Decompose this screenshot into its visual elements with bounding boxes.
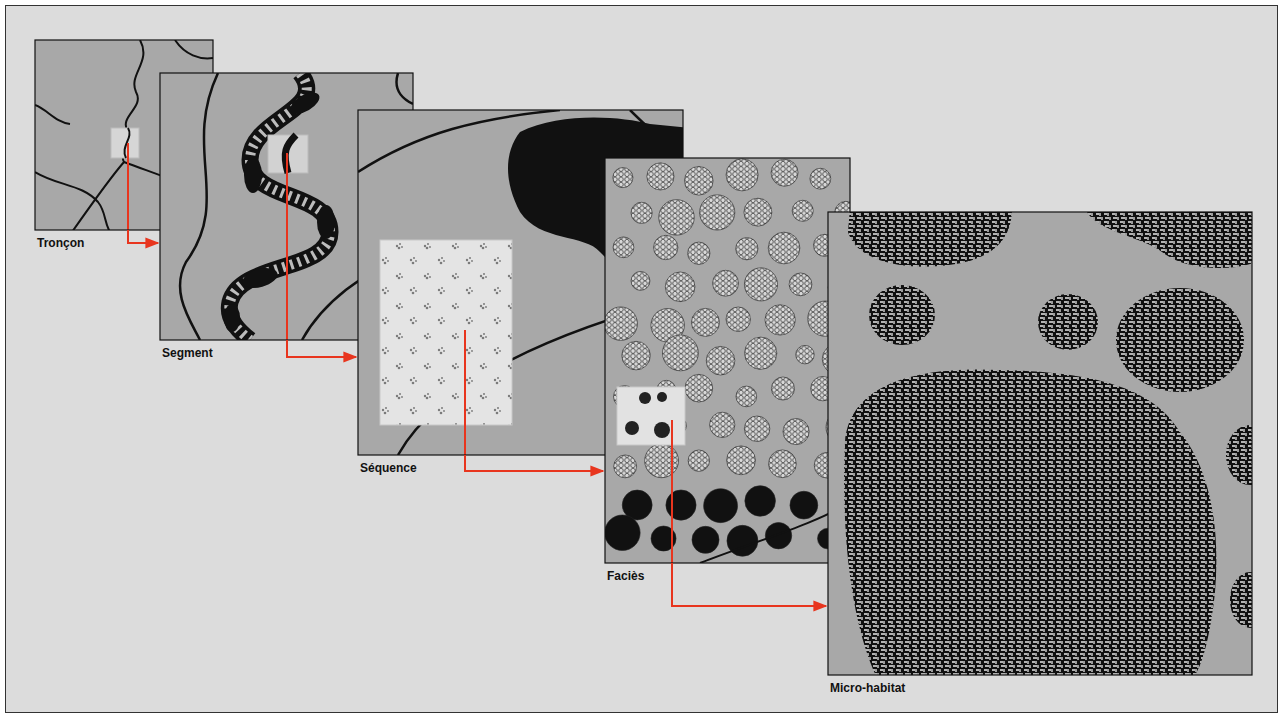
pebble bbox=[662, 335, 698, 371]
zoom-arrow bbox=[672, 563, 826, 606]
pebble bbox=[713, 270, 739, 296]
pebble bbox=[768, 232, 800, 264]
pebble bbox=[688, 242, 710, 264]
pebble bbox=[771, 377, 794, 400]
pebble bbox=[704, 489, 738, 523]
pebble bbox=[614, 455, 637, 478]
pebble bbox=[810, 168, 831, 189]
pebble bbox=[765, 305, 795, 335]
pebble bbox=[790, 491, 818, 519]
pebble bbox=[613, 168, 633, 188]
pebble bbox=[727, 446, 756, 475]
pebble bbox=[654, 235, 678, 259]
pebble bbox=[685, 374, 713, 402]
pebble bbox=[745, 486, 776, 517]
scale-panel: Séquence bbox=[358, 110, 683, 455]
scale-label: Micro-habitat bbox=[830, 681, 905, 695]
zoom-arrow bbox=[287, 340, 356, 357]
pebble bbox=[684, 166, 713, 195]
pebble bbox=[765, 522, 791, 548]
pebble bbox=[744, 416, 769, 441]
pebble bbox=[665, 272, 695, 302]
pebble bbox=[605, 515, 640, 551]
pebble bbox=[631, 271, 650, 290]
scale-label: Tronçon bbox=[37, 236, 84, 250]
scale-panel: Segment bbox=[160, 73, 413, 340]
pebble bbox=[706, 346, 735, 375]
pebble bbox=[692, 526, 719, 553]
pebble bbox=[792, 200, 813, 221]
pebble bbox=[789, 273, 812, 296]
pebble bbox=[688, 450, 709, 471]
pebble bbox=[745, 337, 777, 369]
pebble bbox=[659, 200, 694, 235]
scale-panel: Micro-habitat bbox=[828, 212, 1252, 675]
pebble bbox=[700, 195, 735, 230]
pebble bbox=[605, 307, 637, 340]
pebble bbox=[666, 490, 696, 520]
pebble bbox=[736, 386, 757, 407]
pebble bbox=[744, 268, 777, 301]
pebble bbox=[783, 419, 809, 445]
pebble bbox=[691, 308, 719, 336]
pebble bbox=[769, 450, 797, 478]
pebble bbox=[726, 307, 750, 331]
scale-panel: Faciès bbox=[605, 158, 850, 563]
zoom-arrow bbox=[465, 455, 603, 471]
pebble bbox=[645, 444, 679, 478]
pebble bbox=[622, 341, 651, 370]
scale-label: Segment bbox=[162, 346, 213, 360]
pebble bbox=[744, 198, 772, 226]
pebble bbox=[613, 237, 634, 258]
pebble bbox=[647, 163, 674, 190]
pebble bbox=[796, 345, 814, 363]
scale-panel: Tronçon bbox=[35, 40, 213, 230]
pebble bbox=[771, 159, 798, 186]
pebble bbox=[736, 238, 758, 260]
pebble bbox=[710, 412, 735, 437]
zoom-arrow bbox=[128, 230, 158, 243]
scale-label: Faciès bbox=[607, 569, 644, 583]
scale-label: Séquence bbox=[360, 461, 417, 475]
pebble bbox=[631, 202, 652, 223]
pebble bbox=[726, 159, 758, 191]
